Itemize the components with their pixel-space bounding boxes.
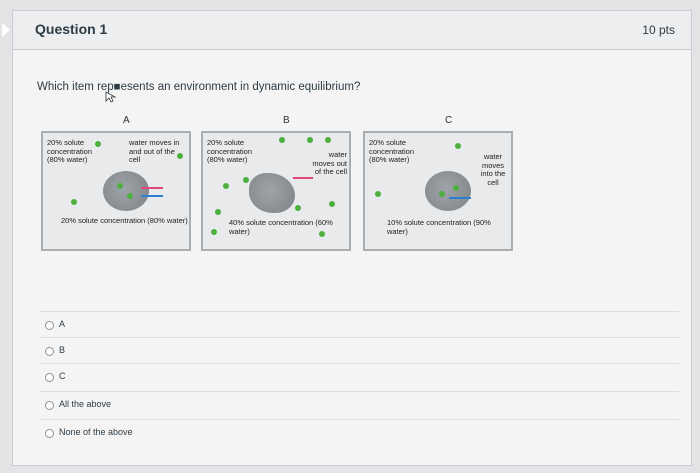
panel-a-solute-dot (177, 153, 183, 159)
panel-b-solute-dot (325, 137, 331, 143)
panel-a: 20% solute concentration (80% water) wat… (41, 131, 191, 251)
answer-option-a[interactable]: A (39, 311, 679, 338)
panel-b-solute-dot (223, 183, 229, 189)
panel-b-solute-dot (319, 231, 325, 237)
question-title: Question 1 (35, 21, 108, 37)
panel-a-arrow-out (141, 187, 163, 189)
panel-a-solute-dot (71, 199, 77, 205)
panel-c-cell (425, 171, 471, 211)
panel-c-solute-dot (375, 191, 381, 197)
panel-b-solute-dot (243, 177, 249, 183)
radio-button[interactable] (45, 321, 54, 330)
panel-b-arrow-out (293, 177, 313, 179)
osmosis-figure: A 20% solute concentration (80% water) w… (37, 115, 527, 253)
panel-a-arrow-in (141, 195, 163, 197)
panel-b-solute-dot (215, 209, 221, 215)
question-pointer-icon (2, 23, 10, 37)
question-points: 10 pts (642, 23, 675, 37)
panel-c: 20% solute concentration (80% water) wat… (363, 131, 513, 251)
answer-option-c[interactable]: C (39, 363, 679, 390)
panel-c-solute-dot (453, 185, 459, 191)
panel-c-letter: C (445, 115, 453, 126)
radio-button[interactable] (45, 373, 54, 382)
panel-b-solute-dot (307, 137, 313, 143)
panel-a-cell (103, 171, 149, 211)
mouse-cursor-icon (105, 91, 117, 103)
radio-button[interactable] (45, 429, 54, 438)
panel-b-solute-dot (211, 229, 217, 235)
option-label: C (59, 371, 66, 381)
panel-a-letter: A (123, 115, 130, 126)
panel-a-label-right: water moves in and out of the cell (129, 138, 180, 164)
panel-c-solute-dot (455, 143, 461, 149)
panel-b: 20% solute concentration (80% water) wat… (201, 131, 351, 251)
panel-b-label-left: 20% solute concentration (80% water) (207, 138, 253, 164)
panel-a-solute-dot (117, 183, 123, 189)
panel-b-solute-dot (295, 205, 301, 211)
answer-option-b[interactable]: B (39, 337, 679, 364)
option-label: A (59, 319, 66, 329)
radio-button[interactable] (45, 401, 54, 410)
answer-option-all[interactable]: All the above (39, 391, 679, 418)
panel-c-label-right: water moves into the cell (480, 152, 506, 187)
panel-b-letter: B (283, 115, 290, 126)
panel-b-cell (249, 173, 295, 213)
panel-c-label-bottom: 10% solute concentration (90% water) (387, 218, 491, 236)
panel-b-solute-dot (279, 137, 285, 143)
panel-a-label-bottom: 20% solute concentration (80% water) (61, 216, 188, 225)
panel-c-solute-dot (439, 191, 445, 197)
question-header: Question 1 10 pts (2, 11, 691, 50)
panel-c-arrow-in (449, 197, 471, 199)
panel-c-label-left: 20% solute concentration (80% water) (369, 138, 415, 164)
panel-b-label-right: water moves out of the cell (312, 150, 347, 176)
option-label: All the above (59, 399, 112, 409)
option-label: None of the above (59, 427, 133, 437)
panel-b-label-bottom: 40% solute concentration (60% water) (229, 218, 333, 236)
panel-a-solute-dot (95, 141, 101, 147)
panel-b-solute-dot (329, 201, 335, 207)
question-card: Question 1 10 pts Which item rep■esents … (2, 10, 692, 466)
radio-button[interactable] (45, 347, 54, 356)
panel-a-solute-dot (127, 193, 133, 199)
panel-a-label-left: 20% solute concentration (80% water) (47, 138, 93, 164)
question-prompt: Which item rep■esents an environment in … (37, 81, 361, 93)
option-label: B (59, 345, 66, 355)
answer-option-none[interactable]: None of the above (39, 419, 679, 446)
